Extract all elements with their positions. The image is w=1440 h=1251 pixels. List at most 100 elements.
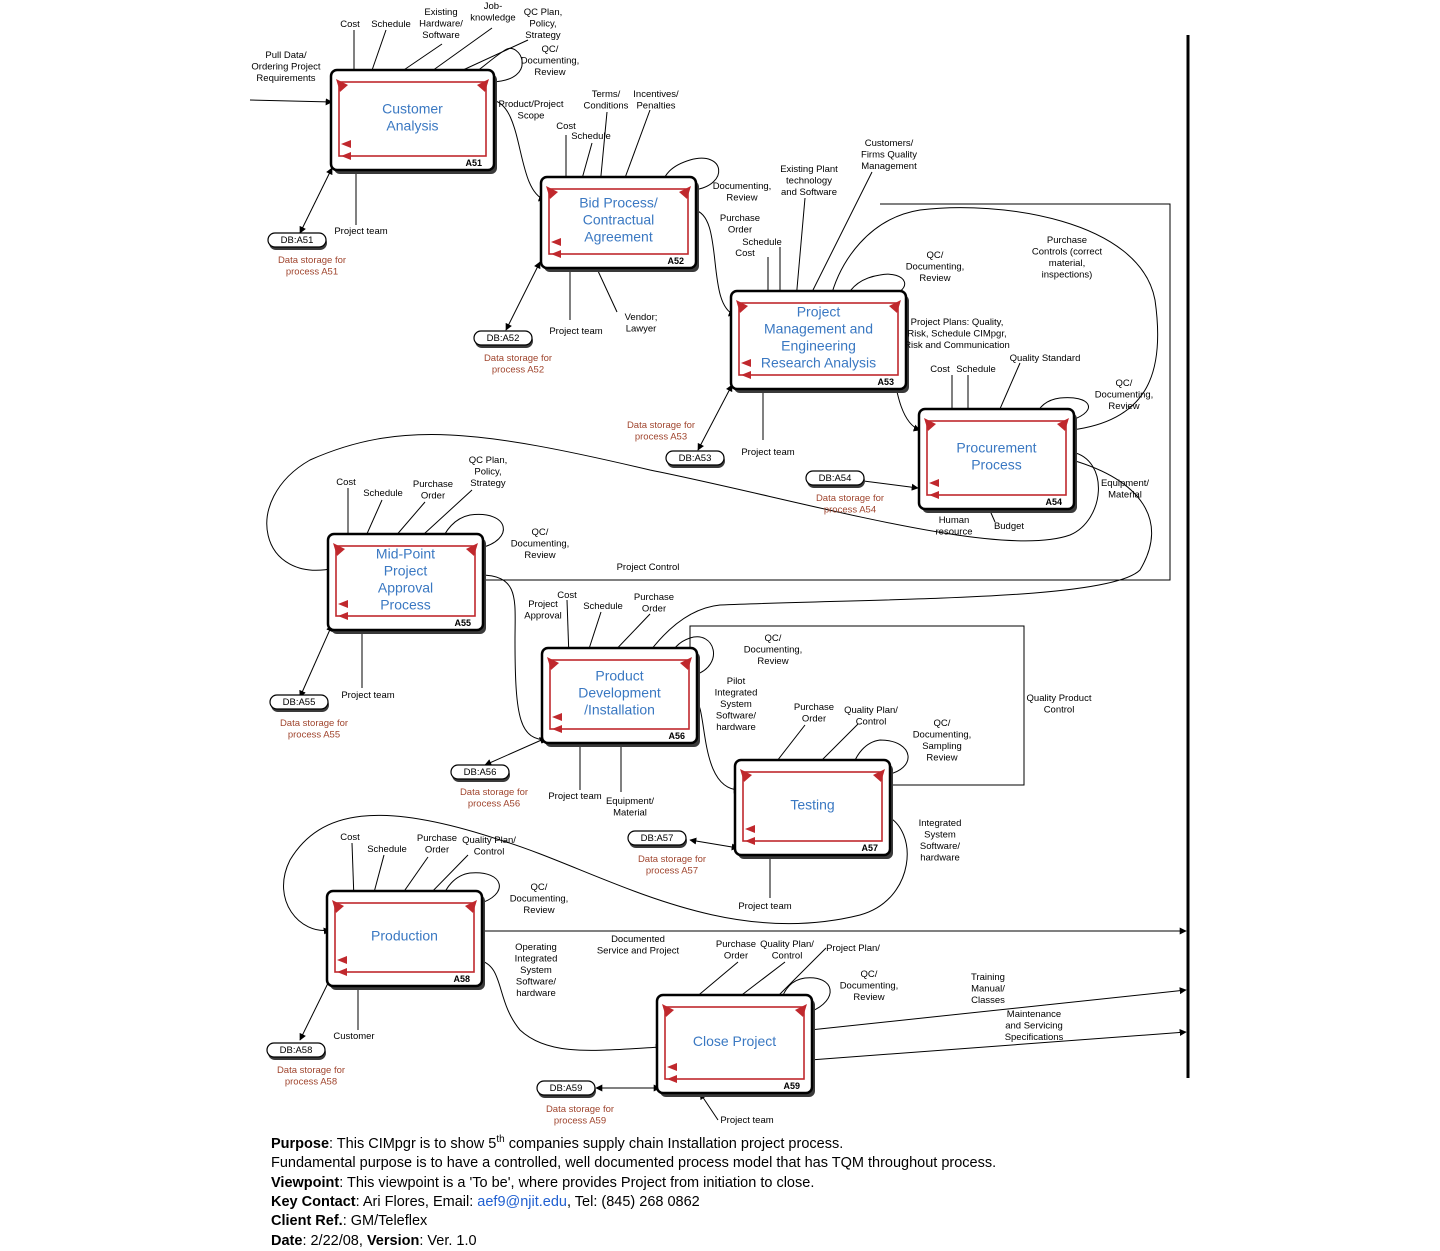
corner-marker [337, 956, 347, 964]
box-id: A56 [668, 731, 685, 741]
box-id: A54 [1045, 497, 1062, 507]
label-a55-qcplan: QC Plan,Policy,Strategy [469, 455, 508, 489]
conn-a55-qcdoc [438, 513, 504, 549]
db-oval [627, 830, 687, 846]
box-title: Production [371, 928, 438, 944]
conn-a57-qcdoc [850, 739, 909, 776]
box-frame [655, 993, 814, 1095]
db-oval [267, 232, 327, 248]
conn-a58-operating [477, 959, 663, 1051]
conn-a51-output [491, 99, 546, 202]
label-a51-schedule: Schedule [371, 19, 411, 30]
conn-a55-db [299, 624, 333, 698]
box-inner-border [334, 902, 475, 973]
label-a58-cost: Cost [340, 832, 360, 843]
conn-a51-knowledge [424, 27, 493, 77]
corner-marker [740, 769, 752, 782]
label-a59-team: Project team [720, 1115, 773, 1126]
corner-marker [929, 491, 939, 499]
email-link[interactable]: aef9@njit.edu [477, 1194, 567, 1211]
corner-marker [546, 186, 558, 199]
db-oval [450, 764, 510, 780]
label-a55-cost: Cost [336, 477, 356, 488]
label-a55-team: Project team [341, 690, 394, 701]
box-frame [326, 532, 485, 632]
corner-marker [736, 300, 748, 313]
conn-quality-product-control [689, 625, 1025, 786]
label-a54-quality: Quality Standard [1010, 353, 1081, 364]
conn-a53-plant [793, 197, 806, 301]
conn-a52-terms [597, 111, 608, 187]
label-a56-team: Project team [548, 791, 601, 802]
conn-a59-qcdoc [778, 977, 831, 1013]
box-frame [729, 289, 908, 391]
viewpoint-line: Viewpoint: This viewpoint is a 'To be', … [271, 1174, 815, 1191]
label-a56-qcdoc: QC/Documenting,Review [744, 633, 803, 667]
corner-marker [667, 1063, 677, 1071]
box-id: A51 [465, 158, 482, 168]
corner-marker [929, 479, 939, 487]
conn-a55-output [479, 574, 549, 744]
label-a56-equipment: Equipment/Material [606, 796, 654, 819]
conn-a59-team [699, 1092, 719, 1121]
label-a54-qcdoc: QC/Documenting,Review [1095, 378, 1154, 412]
conn-a51-input [249, 98, 333, 106]
label-a53-schedule: Schedule [742, 237, 782, 248]
db-label: DB:A55 [283, 697, 316, 708]
conn-a51-schedule [368, 29, 387, 77]
box-title: Close Project [693, 1033, 776, 1049]
corner-marker [745, 837, 755, 845]
conn-a53-customers [807, 171, 873, 301]
box-title: Testing [790, 797, 834, 813]
corner-marker [873, 769, 885, 782]
corner-marker [795, 1004, 807, 1017]
label-a55-schedule: Schedule [363, 488, 403, 499]
label-a58-customer: Customer [333, 1031, 374, 1042]
label-a51-knowledge: Job-knowledge [470, 1, 515, 24]
label-a53-qcdoc: QC/Documenting,Review [906, 250, 965, 284]
db-oval [536, 1080, 596, 1096]
corner-marker [551, 250, 561, 258]
box-frame [325, 889, 484, 988]
label-a55-control: Project Control [617, 562, 680, 573]
conn-a52-db [505, 261, 541, 331]
label-a58-qcdoc: QC/Documenting,Review [510, 882, 569, 916]
db-oval [665, 450, 725, 466]
label-a55-qcdoc: QC/Documenting,Review [511, 527, 570, 561]
label-a52-cost: Cost [556, 121, 576, 132]
label-a59-plan: Project Plan/ [826, 943, 880, 954]
db-label: DB:A51 [281, 235, 314, 246]
db-oval [805, 470, 865, 486]
box-inner-border [548, 188, 689, 255]
corner-marker [333, 543, 345, 556]
db-oval [266, 1042, 326, 1058]
date-version-line: Date: 2/22/08, Version: Ver. 1.0 [271, 1232, 477, 1249]
corner-marker [551, 238, 561, 246]
box-inner-border [742, 771, 883, 842]
